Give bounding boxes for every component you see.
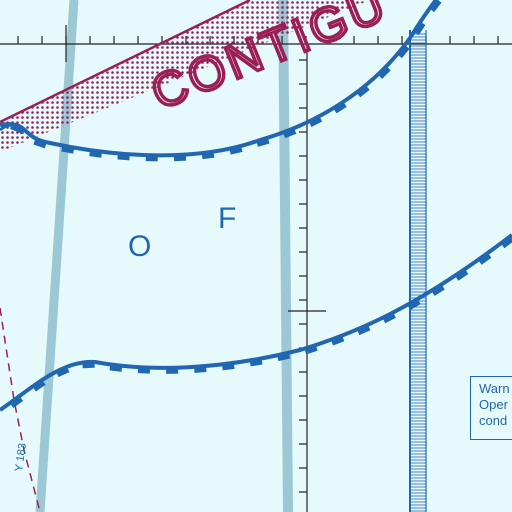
boundary-tick	[282, 127, 297, 139]
note-line-2: Oper	[479, 397, 508, 412]
boundary-tick	[454, 268, 469, 281]
airway-label: Y 183	[13, 442, 29, 472]
boundary-curve-lower	[0, 233, 512, 412]
boundary-tick	[396, 44, 410, 59]
boundary-tick	[276, 351, 291, 362]
zone-letter-f: F	[218, 202, 238, 235]
boundary-tick	[166, 366, 179, 374]
contiguous-zone-band	[0, 0, 370, 152]
boundary-tick	[413, 21, 426, 36]
boundary-tick	[9, 122, 24, 134]
boundary-tick	[82, 360, 95, 369]
boundary-tick	[145, 154, 158, 162]
boundary-tick	[430, 283, 445, 296]
boundary-tick	[221, 361, 235, 371]
boundary-tick	[173, 153, 187, 162]
boundary-tick	[356, 323, 371, 336]
boundary-tick	[355, 84, 370, 98]
boundary-tick	[428, 0, 442, 13]
boundary-tick	[330, 334, 345, 346]
boundary-tick	[55, 365, 70, 378]
boundary-tick	[406, 298, 421, 311]
boundary-tick	[304, 344, 318, 355]
note-line-1: Warn	[479, 381, 510, 396]
boundary-tick	[109, 363, 123, 372]
boundary-tick	[256, 136, 270, 147]
boundary-tick	[201, 150, 215, 160]
note-line-3: cond	[479, 413, 508, 428]
boundary-tick	[229, 145, 243, 155]
boundary-tick	[33, 137, 47, 149]
warning-note-box: Warn Oper cond	[470, 376, 512, 440]
zone-letter-o: O	[128, 230, 153, 263]
airway-line-center	[278, 0, 293, 512]
boundary-tick	[137, 366, 151, 374]
boundary-tick	[382, 311, 396, 324]
boundary-tick	[308, 115, 323, 127]
boundary-tick	[477, 252, 492, 265]
airway-line-left	[35, 0, 79, 512]
boundary-tick	[332, 100, 347, 114]
boundary-tick	[117, 152, 130, 161]
boundary-tick	[89, 149, 103, 158]
boundary-tick	[500, 235, 512, 249]
boundary-tick	[377, 65, 391, 79]
boundary-tick	[31, 378, 46, 392]
boundary-tick	[194, 365, 207, 373]
boundary-tick	[249, 357, 263, 367]
contiguous-zone-edge	[0, 0, 251, 124]
boundary-dashed-line	[0, 307, 41, 512]
hatched-corridor	[409, 30, 427, 512]
boundary-tick	[61, 144, 75, 154]
boundary-tick	[9, 395, 24, 408]
